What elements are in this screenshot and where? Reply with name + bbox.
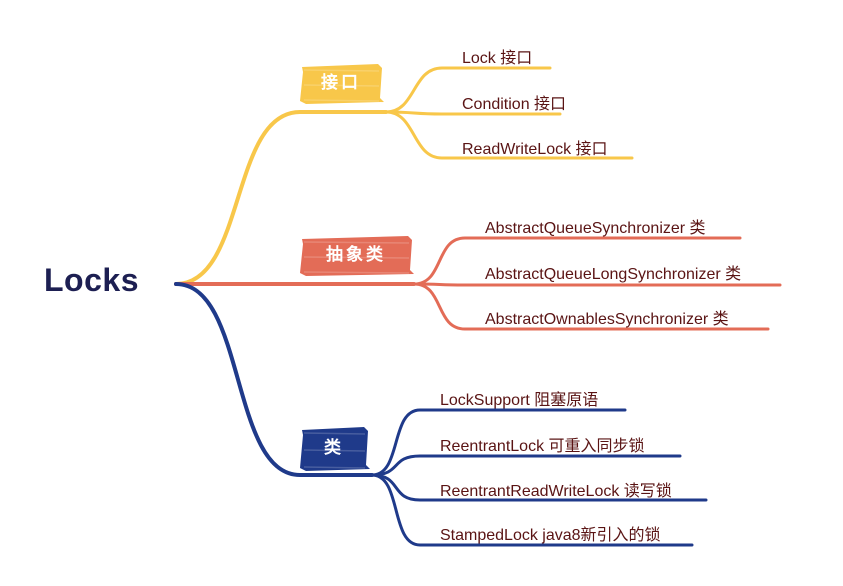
leaf-connector-0-0 xyxy=(384,66,552,114)
branch-connector-2 xyxy=(174,282,374,477)
branch-box-0 xyxy=(300,64,384,104)
leaf-label-2-1: ReentrantLock 可重入同步锁 xyxy=(440,438,645,455)
leaf-connector-2-0 xyxy=(370,408,627,477)
branch-box-1 xyxy=(300,236,414,276)
leaf-label-2-2: ReentrantReadWriteLock 读写锁 xyxy=(440,483,672,500)
leaf-connector-2-3 xyxy=(370,473,694,547)
branch-connector-0 xyxy=(174,110,388,286)
leaf-label-1-1: AbstractQueueLongSynchronizer 类 xyxy=(485,266,742,283)
branch-label-1: 抽象类 xyxy=(326,245,386,265)
branch-label-2: 类 xyxy=(324,438,344,458)
leaf-connector-1-2 xyxy=(412,282,770,331)
branch-box-2 xyxy=(300,427,370,471)
leaf-connector-1-1 xyxy=(412,282,782,287)
leaf-label-2-3: StampedLock java8新引入的锁 xyxy=(440,527,661,544)
leaf-label-0-2: ReadWriteLock 接口 xyxy=(462,141,608,158)
branch-label-0: 接口 xyxy=(321,73,361,93)
leaf-label-2-0: LockSupport 阻塞原语 xyxy=(440,392,599,409)
leaf-label-0-0: Lock 接口 xyxy=(462,50,533,67)
root-node-label: Locks xyxy=(44,262,139,298)
leaf-connector-2-1 xyxy=(370,454,682,477)
leaf-label-1-0: AbstractQueueSynchronizer 类 xyxy=(485,220,706,237)
leaf-label-0-1: Condition 接口 xyxy=(462,96,567,113)
leaf-connector-1-0 xyxy=(412,236,742,286)
leaf-label-1-2: AbstractOwnablesSynchronizer 类 xyxy=(485,311,729,328)
leaf-connector-0-2 xyxy=(384,110,634,160)
